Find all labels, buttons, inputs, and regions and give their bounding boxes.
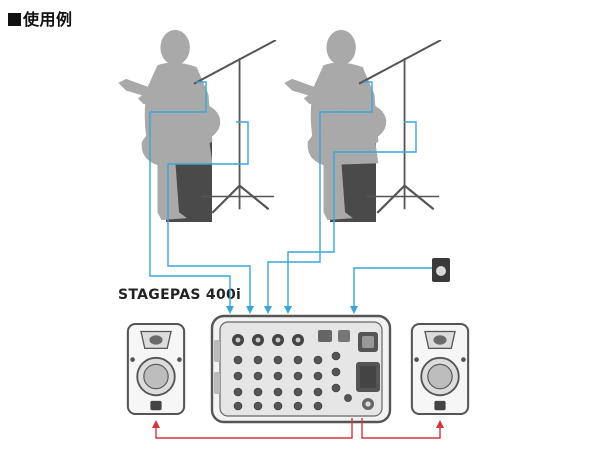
cable-guitar-right [287, 121, 417, 308]
output-arrows [152, 420, 444, 428]
input-arrows [226, 306, 358, 314]
cable-guitar-left [167, 121, 251, 308]
cable-mic-right [267, 81, 373, 308]
heading-square-icon [8, 13, 21, 26]
pa-speaker-right-icon [410, 322, 470, 416]
performer-left [118, 29, 221, 222]
cable-player [353, 267, 432, 308]
performer-right [284, 29, 387, 222]
pa-speaker-left-icon [126, 322, 186, 416]
heading-text: 使用例 [23, 10, 73, 29]
mixer-model-label: STAGEPAS 400i [118, 287, 242, 303]
input-cables [149, 81, 432, 308]
page-heading: 使用例 [8, 11, 73, 29]
audio-player-device-icon [432, 258, 450, 282]
cable-mic-left [149, 81, 231, 308]
cable-speaker-left [155, 418, 353, 439]
output-cables [155, 418, 441, 439]
cable-speaker-right [361, 418, 441, 439]
powered-mixer-icon [210, 314, 392, 424]
